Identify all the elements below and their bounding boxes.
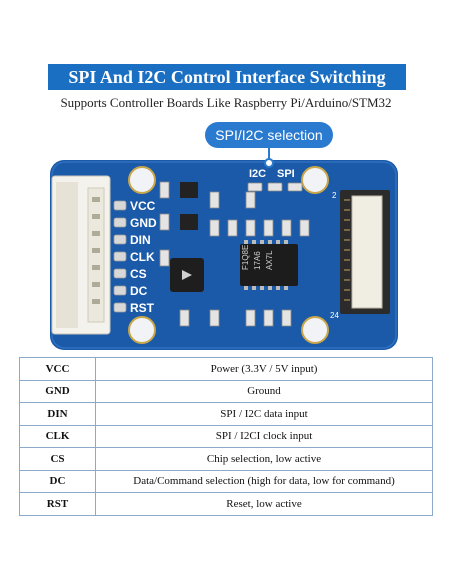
callout-connector xyxy=(268,148,270,160)
pin-name: RST xyxy=(19,492,96,516)
pin-description: SPI / I2CI clock input xyxy=(95,424,433,448)
mount-hole xyxy=(301,166,329,194)
pin-description: Ground xyxy=(95,379,433,403)
chip-text: 17A6 xyxy=(253,251,262,270)
board-pin-label: VCC xyxy=(130,199,156,213)
board-pin-label: DIN xyxy=(130,233,151,247)
mount-hole xyxy=(301,316,329,344)
pin-table: VCC Power (3.3V / 5V input) GND Ground D… xyxy=(19,357,433,516)
board-pin-label: CS xyxy=(130,267,147,281)
connector-mark: 2 xyxy=(332,191,337,200)
table-row: RST Reset, low active xyxy=(19,492,433,516)
subtitle: Supports Controller Boards Like Raspberr… xyxy=(60,95,392,110)
pin-name: DC xyxy=(19,469,96,493)
board-pin-label: CLK xyxy=(130,250,155,264)
table-row: VCC Power (3.3V / 5V input) xyxy=(19,357,433,381)
pin-description: Power (3.3V / 5V input) xyxy=(95,357,433,381)
i2c-label: I2C xyxy=(249,168,266,180)
pin-name: CS xyxy=(19,447,96,471)
chip-text: F1Q8E xyxy=(241,245,250,270)
board-pin-label: GND xyxy=(130,216,157,230)
board-pin-label: RST xyxy=(130,301,155,315)
transistor xyxy=(180,182,198,198)
table-row: DC Data/Command selection (high for data… xyxy=(19,469,433,493)
spi-label: SPI xyxy=(277,168,295,180)
pin-description: SPI / I2C data input xyxy=(95,402,433,426)
pin-description: Data/Command selection (high for data, l… xyxy=(95,469,433,493)
pcb-board xyxy=(50,160,398,350)
pin-description: Chip selection, low active xyxy=(95,447,433,471)
callout-dot xyxy=(264,158,274,168)
table-row: CLK SPI / I2CI clock input xyxy=(19,424,433,448)
chip-text: AX7L xyxy=(265,250,274,270)
main-chip xyxy=(240,244,298,286)
title-banner: SPI And I2C Control Interface Switching xyxy=(48,64,406,90)
mount-hole xyxy=(128,166,156,194)
pin-name: DIN xyxy=(19,402,96,426)
pin-name: VCC xyxy=(19,357,96,381)
table-row: DIN SPI / I2C data input xyxy=(19,402,433,426)
transistor xyxy=(180,214,198,230)
table-row: CS Chip selection, low active xyxy=(19,447,433,471)
board-pin-label: DC xyxy=(130,284,148,298)
connector-mark: 24 xyxy=(330,311,339,320)
selection-callout: SPI/I2C selection xyxy=(205,122,333,148)
mount-hole xyxy=(128,316,156,344)
pin-name: CLK xyxy=(19,424,96,448)
pin-description: Reset, low active xyxy=(95,492,433,516)
pin-name: GND xyxy=(19,379,96,403)
table-row: GND Ground xyxy=(19,379,433,403)
